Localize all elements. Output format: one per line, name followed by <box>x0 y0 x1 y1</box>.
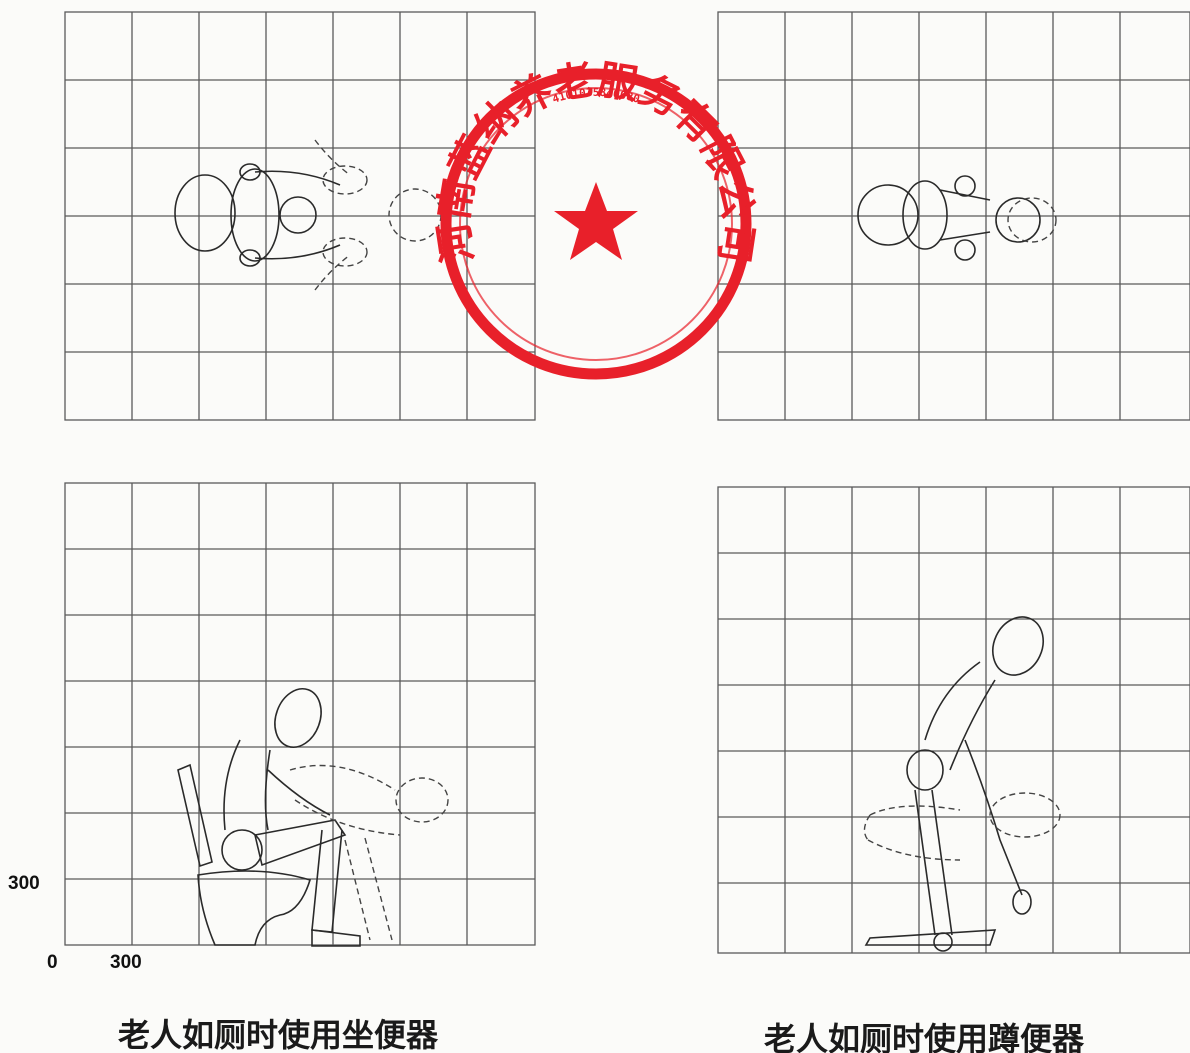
person-elevation-ghost <box>289 764 449 941</box>
toilet-tank <box>177 763 213 868</box>
hip <box>906 749 944 791</box>
grid-frame <box>64 482 536 946</box>
toilet-lid-outline <box>174 174 236 252</box>
axis-y-tick: 300 <box>8 873 40 894</box>
shoulders <box>230 168 280 262</box>
ghost-head <box>395 777 449 823</box>
grid-lines <box>718 12 1190 420</box>
head <box>992 616 1044 676</box>
thigh <box>254 819 347 867</box>
person-squat-ghost <box>863 792 1061 861</box>
axis-origin: 0 <box>47 952 58 973</box>
hand <box>1012 889 1032 915</box>
panel-elevation-sitting <box>64 482 536 947</box>
axis-x-tick: 300 <box>110 952 142 973</box>
toilet-bowl <box>197 870 312 946</box>
arm <box>964 739 1023 896</box>
head <box>274 688 322 748</box>
seal-serial-text: 4101035840080 <box>551 86 642 106</box>
head <box>995 197 1041 243</box>
caption-squat-toilet: 老人如厕时使用蹲便器 <box>764 1020 1085 1053</box>
grid-frame <box>717 486 1190 954</box>
ghost-head-plan <box>1007 197 1057 243</box>
grid-lines <box>65 483 535 945</box>
torso-back <box>223 739 241 831</box>
torso-front <box>949 679 996 771</box>
seal-ring <box>440 68 752 380</box>
back <box>857 184 919 246</box>
foot <box>311 929 361 947</box>
head <box>279 196 317 234</box>
leg-front <box>931 789 953 936</box>
person-elevation-seated <box>221 688 361 947</box>
squat-pan-body <box>864 929 997 946</box>
panel-plan-squatting <box>717 11 1190 421</box>
torso <box>902 180 948 250</box>
arm <box>267 769 331 816</box>
person-elevation-squat <box>906 616 1044 952</box>
person-plan-squat <box>857 175 1041 261</box>
ghost-head <box>989 792 1061 838</box>
grid-lines <box>718 487 1190 953</box>
torso-front <box>264 749 271 831</box>
squat-pan <box>864 929 997 946</box>
person-plan-seated <box>174 163 341 267</box>
toilet-elevation <box>177 763 312 946</box>
lower-arm <box>254 244 341 260</box>
star-icon <box>554 182 638 260</box>
upper-arm <box>254 170 341 186</box>
panel-elevation-squatting <box>717 486 1190 954</box>
foot <box>933 932 953 952</box>
hip <box>221 829 263 871</box>
torso-back <box>924 661 981 741</box>
leg-back <box>914 789 936 936</box>
caption-sitting-toilet: 老人如厕时使用坐便器 <box>118 1016 439 1053</box>
person-plan-ghost <box>314 139 442 291</box>
